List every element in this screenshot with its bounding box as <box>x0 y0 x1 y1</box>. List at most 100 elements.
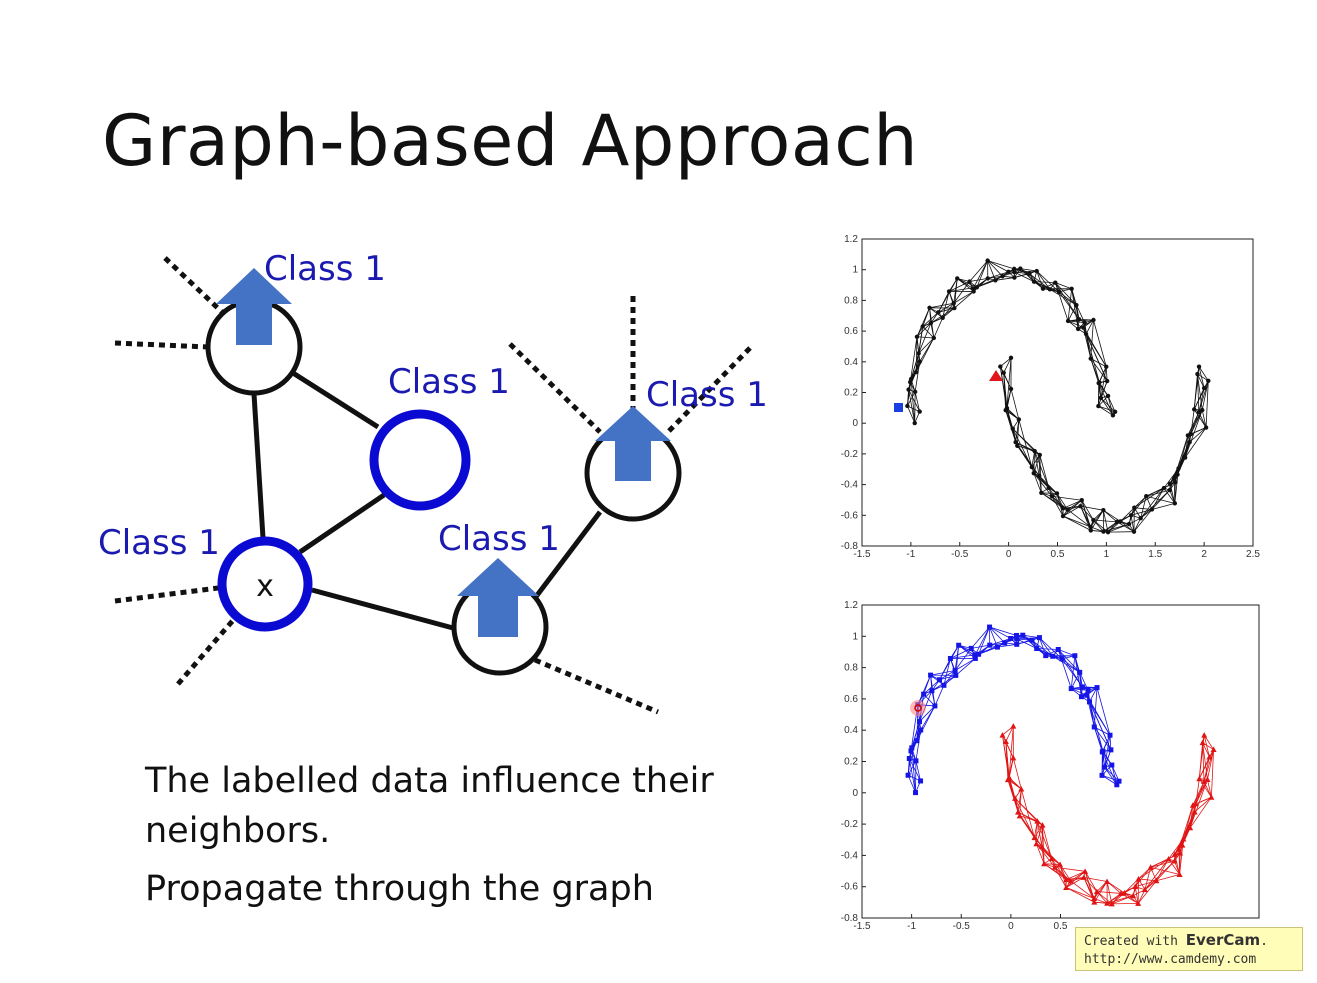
graph-edge <box>907 405 916 424</box>
graph-edge <box>1083 876 1108 882</box>
graph-edge <box>1197 373 1205 389</box>
graph-edge <box>1054 282 1077 306</box>
graph-edge <box>1098 382 1109 397</box>
graph-node <box>912 420 917 426</box>
graph-edge <box>972 260 988 289</box>
graph-edge <box>957 278 978 288</box>
graph-edge <box>1201 410 1207 428</box>
graph-node <box>936 310 941 315</box>
graph-edge <box>1022 634 1040 639</box>
class-b-point <box>1153 877 1160 884</box>
graph-edge <box>1033 451 1036 474</box>
class-b-point <box>1210 746 1217 753</box>
arrow-up-icon <box>595 406 671 481</box>
graph-node <box>1006 269 1011 275</box>
graph-edge <box>1106 881 1125 894</box>
graph-node <box>1091 317 1096 323</box>
graph-node <box>1203 425 1209 430</box>
class-a-point <box>976 651 982 657</box>
graph-edge <box>942 291 950 318</box>
x-tick-label: 1 <box>1104 549 1110 560</box>
graph-edge <box>1033 473 1042 493</box>
graph-node <box>1054 491 1060 496</box>
class-b-point <box>1180 835 1187 842</box>
graph-edge <box>955 658 976 676</box>
node-x <box>217 536 313 632</box>
graph-node <box>1161 485 1167 491</box>
graph-edge <box>950 648 972 659</box>
graph-edge <box>1017 788 1022 813</box>
graph-edge <box>1089 701 1111 736</box>
graph-edge <box>948 281 970 292</box>
class-label: Class 1 <box>98 523 220 563</box>
graph-edge <box>1101 774 1120 782</box>
graph-edge <box>1005 409 1020 420</box>
watermark-url[interactable]: http://www.camdemy.com <box>1084 952 1257 967</box>
class-a-point <box>1108 747 1114 753</box>
graph-node <box>1188 431 1194 437</box>
graph-edge <box>1195 778 1200 804</box>
graph-edge <box>1193 387 1205 410</box>
class-b-point <box>1091 899 1098 905</box>
graph-node <box>1053 280 1058 285</box>
graph-node <box>1172 476 1177 481</box>
graph-edge <box>1169 483 1176 504</box>
graph-node <box>928 320 934 326</box>
graph-node <box>1104 378 1110 384</box>
class-a-point <box>1087 699 1093 705</box>
graph-edge <box>1061 658 1080 673</box>
graph-node <box>1031 279 1037 284</box>
graph-edge <box>1084 871 1098 892</box>
graph-node <box>1138 515 1143 521</box>
class-b-point <box>1201 732 1208 738</box>
graph-edge <box>1098 395 1109 407</box>
graph-edge <box>1066 870 1086 880</box>
graph-edge <box>939 670 956 681</box>
graph-node <box>1105 393 1111 399</box>
class-b-point <box>1176 845 1183 852</box>
graph-edge <box>1070 672 1081 689</box>
arrow-up-icon <box>216 268 292 345</box>
graph-node <box>1187 439 1192 445</box>
graph-node <box>1081 325 1086 330</box>
graph-edge <box>1133 518 1142 532</box>
class-a-point <box>918 778 924 784</box>
graph-edge <box>1080 505 1104 511</box>
graph-edge <box>918 322 932 354</box>
evercam-watermark[interactable]: Created with EverCam. http://www.camdemy… <box>1075 927 1303 971</box>
cursor-highlight <box>910 700 926 716</box>
graph-node <box>1074 302 1079 308</box>
graph-edge <box>938 307 955 313</box>
class-a-point <box>906 756 912 762</box>
class-label: Class 1 <box>388 362 510 402</box>
class-a-point <box>932 703 938 709</box>
bullet-list: The labelled data influence their neighb… <box>145 756 765 922</box>
graph-edge <box>915 760 921 782</box>
graph-edge <box>1020 268 1037 272</box>
graph-edge <box>1140 487 1165 519</box>
x-tick-label: 0 <box>1008 921 1014 932</box>
graph-node <box>1049 494 1055 499</box>
class-b-point <box>1082 868 1089 874</box>
graph-edge <box>1051 496 1064 517</box>
graph-node <box>917 409 922 414</box>
graph-node <box>1034 268 1039 274</box>
graph-node <box>1110 413 1116 418</box>
class-a-point <box>921 691 927 697</box>
graph-edge <box>1041 492 1058 494</box>
graph-edge <box>1042 825 1045 864</box>
class-a-point <box>913 758 919 764</box>
graph-edge <box>1070 655 1076 689</box>
graph-edge <box>1036 824 1043 844</box>
class-a-point <box>994 644 1000 650</box>
graph-edge <box>978 626 990 655</box>
graph-edge <box>916 322 932 338</box>
graph-diagram: x Class 1 Class 1 Class 1 Class 1 Class … <box>98 249 768 715</box>
graph-edge <box>1017 445 1035 452</box>
graph-edge <box>929 307 943 319</box>
graph-edge <box>1058 649 1076 657</box>
graph-node <box>1132 505 1137 510</box>
graph-node <box>1096 403 1101 409</box>
graph-edge <box>1210 749 1215 798</box>
